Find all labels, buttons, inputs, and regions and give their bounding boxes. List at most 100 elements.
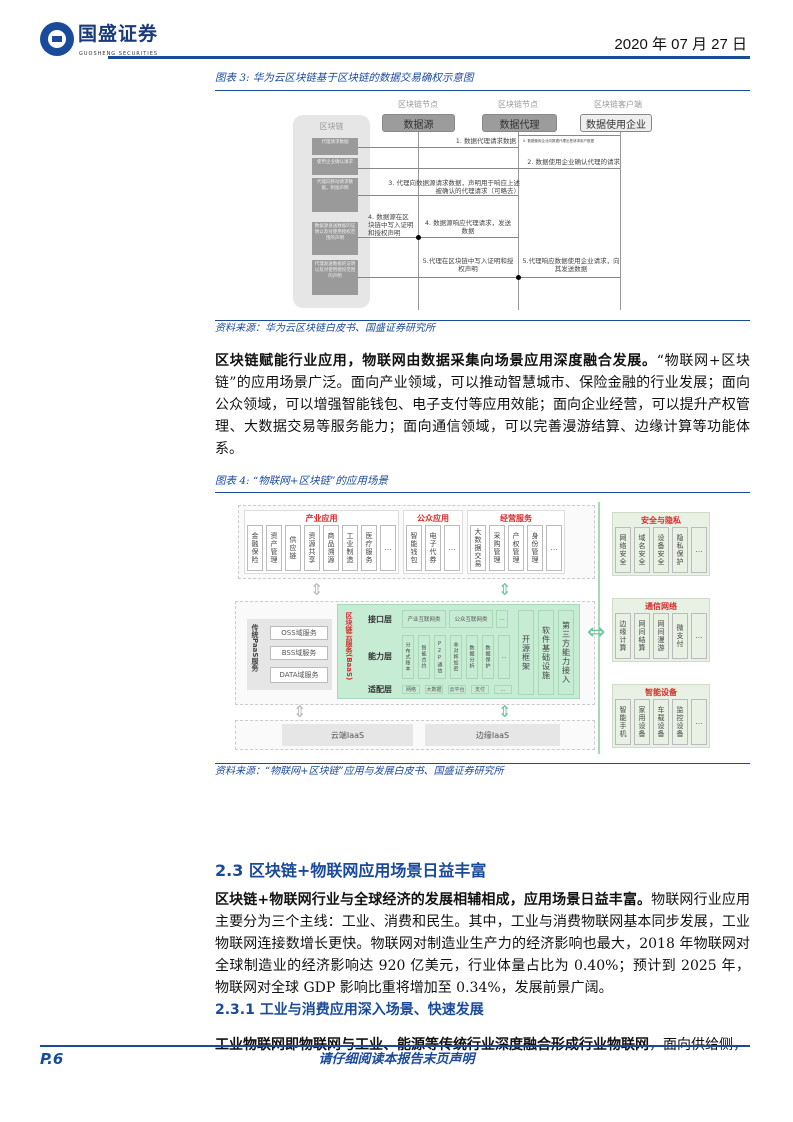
double-arrow-icon: ⇕ <box>293 702 307 721</box>
figure3-top-rule <box>215 90 750 91</box>
app-item: 医疗服务 <box>361 525 377 571</box>
right-item: … <box>691 699 707 745</box>
paas-title: 传统PaaS服务 <box>251 624 259 672</box>
capability-item: P2P通信 <box>434 635 446 679</box>
adapter-items: 网络大数据云平台支付… <box>402 685 512 694</box>
app-item: 智能钱包 <box>406 525 422 571</box>
interface-layer-label: 接口层 <box>368 615 392 624</box>
right-item: 微支付 <box>672 613 688 659</box>
app-group-items: 金融保险资产管理供应链资源共享商品溯源工业制造医疗服务… <box>247 525 396 571</box>
figure4-diagram: 产业应用金融保险资产管理供应链资源共享商品溯源工业制造医疗服务…公众应用智能钱包… <box>230 502 745 754</box>
right-item: … <box>691 527 707 573</box>
cloud-iaas: 云端IaaS <box>282 724 413 746</box>
message-3: 3. 代理向数据源请求数据，声明用于响应上述被确认的代理请求（可略去） <box>388 179 520 195</box>
right-item: 网间结算 <box>634 613 650 659</box>
side-box: 代理向移动请求数据，附加声明 <box>312 178 358 212</box>
message-1: 1. 数据代理请求数据 <box>455 137 516 145</box>
page-number: P.6 <box>40 1050 64 1068</box>
capability-item: 数据分析 <box>466 635 478 679</box>
paragraph-2: 区块链+物联网行业与全球经济的发展相辅相成，应用场景日益丰富。物联网行业应用主要… <box>215 889 750 999</box>
arrow <box>358 195 518 196</box>
app-group-title: 产业应用 <box>305 514 338 523</box>
adapter-item: 云平台 <box>448 685 466 694</box>
double-arrow-icon: ⇕ <box>498 702 512 721</box>
interface-item: 产业互联网类 <box>402 610 446 628</box>
paas-item: OSS域服务 <box>270 626 328 640</box>
app-group: 公众应用智能钱包电子代券… <box>403 510 463 574</box>
subsection-heading: 2.3.1 工业与消费应用深入场景、快速发展 <box>215 1002 484 1018</box>
figure4-bottom-rule <box>215 763 750 764</box>
side-box: 代理发送数据的证明以及对使用授权范围的声明 <box>312 260 358 295</box>
section-heading: 2.3 区块链+物联网应用场景日益丰富 <box>215 861 487 880</box>
node-data-proxy: 数据代理 <box>482 114 557 132</box>
logo-icon <box>40 22 74 56</box>
right-item: 网间漫游 <box>653 613 669 659</box>
node-role: 区块链节点 <box>398 100 438 109</box>
right-group-items: 智能手机家用设备车载设备监控设备… <box>615 699 707 745</box>
header-divider <box>108 56 750 59</box>
node-role: 区块链节点 <box>498 100 538 109</box>
right-item: 域名安全 <box>634 527 650 573</box>
app-item: 采购管理 <box>489 525 505 571</box>
right-item: 边缘计算 <box>615 613 631 659</box>
message-5a: 5.代理在区块链中写入证明和授权声明 <box>422 257 514 273</box>
connector-line <box>598 502 600 754</box>
arrow <box>358 168 620 169</box>
capability-item: 非对称加密 <box>450 635 462 679</box>
adapter-item: 大数据 <box>425 685 443 694</box>
interface-item: … <box>496 610 508 628</box>
logo-text: 国盛证券 <box>78 23 159 45</box>
app-group-title: 经营服务 <box>500 514 532 523</box>
paragraph-2-body: 物联网行业应用主要分为三个主线：工业、消费和民生。其中，工业与消费物联网基本同步… <box>215 892 750 996</box>
app-item: 工业制造 <box>342 525 358 571</box>
arrow <box>358 147 518 148</box>
write-dot <box>416 235 421 240</box>
capability-item: 数据保护 <box>482 635 494 679</box>
message-2: 2. 数据使用企业确认代理的请求 <box>527 158 620 166</box>
app-item: 大数据交易 <box>470 525 486 571</box>
figure4-top-rule <box>215 492 750 493</box>
app-item: … <box>444 525 460 571</box>
side-box: 使用企业确认请求 <box>312 158 358 175</box>
write-dot <box>516 275 521 280</box>
app-item: … <box>546 525 562 571</box>
right-group-title: 智能设备 <box>645 688 677 697</box>
side-box: 代理请求数据 <box>312 138 358 155</box>
app-item: 资产管理 <box>266 525 282 571</box>
right-group-items: 边缘计算网间结算网间漫游微支付… <box>615 613 707 659</box>
right-groups: 安全与隐私网络安全域名安全设备安全隐私保护…通信网络边缘计算网间结算网间漫游微支… <box>612 512 710 748</box>
figure3-source: 资料来源：华为云区块链白皮书、国盛证券研究所 <box>215 323 435 334</box>
right-group-items: 网络安全域名安全设备安全隐私保护… <box>615 527 707 573</box>
message-0: 0. 数据使用企业向数据代理出售请求用户数据 <box>523 139 594 143</box>
message-4b: 4. 数据源响应代理请求，发送数据 <box>424 219 512 235</box>
side-box: 数据源发送数据的证明以及对使用授权范围的声明 <box>312 222 358 255</box>
arrow <box>518 135 620 136</box>
baas-side-items: 开源框架软件基础设施第三方能力接入 <box>518 610 574 695</box>
right-item: 网络安全 <box>615 527 631 573</box>
paas-item: BSS域服务 <box>270 646 328 660</box>
right-item: 隐私保护 <box>672 527 688 573</box>
panel-title: 区块链 <box>319 122 344 131</box>
company-logo: 国盛证券 GUOSHENG SECURITIES <box>40 22 170 60</box>
baas-side-item: 开源框架 <box>518 610 534 695</box>
figure4-caption: 图表 4: “物联网+区块链”的应用场景 <box>215 475 388 487</box>
message-4a: 4. 数据源在区块链中写入证明和授权声明 <box>368 213 414 237</box>
footer-disclaimer: 请仔细阅读本报告末页声明 <box>318 1052 475 1067</box>
report-date: 2020 年 07 月 27 日 <box>614 36 747 53</box>
app-item: … <box>380 525 396 571</box>
right-item: 家用设备 <box>634 699 650 745</box>
capability-item: 分布式账本 <box>402 635 414 679</box>
node-role: 区块链客户端 <box>594 100 642 109</box>
app-group: 经营服务大数据交易采购管理产权管理身份管理… <box>467 510 565 574</box>
message-5b: 5.代理响应数据使用企业请求，向其发送数据 <box>522 257 620 273</box>
lifeline <box>518 132 519 310</box>
right-item: 设备安全 <box>653 527 669 573</box>
paragraph-1-body: “物联网+区块链”的应用场景广泛。面向产业领域，可以推动智慧城市、保险金融的行业… <box>215 353 751 457</box>
double-arrow-icon: ⇕ <box>498 580 512 599</box>
paas-item: DATA域服务 <box>270 667 328 683</box>
node-data-source: 数据源 <box>382 114 455 132</box>
app-item: 产权管理 <box>508 525 524 571</box>
app-group-items: 大数据交易采购管理产权管理身份管理… <box>470 525 562 571</box>
interface-items: 产业互联网类公众互联网类… <box>402 610 508 628</box>
